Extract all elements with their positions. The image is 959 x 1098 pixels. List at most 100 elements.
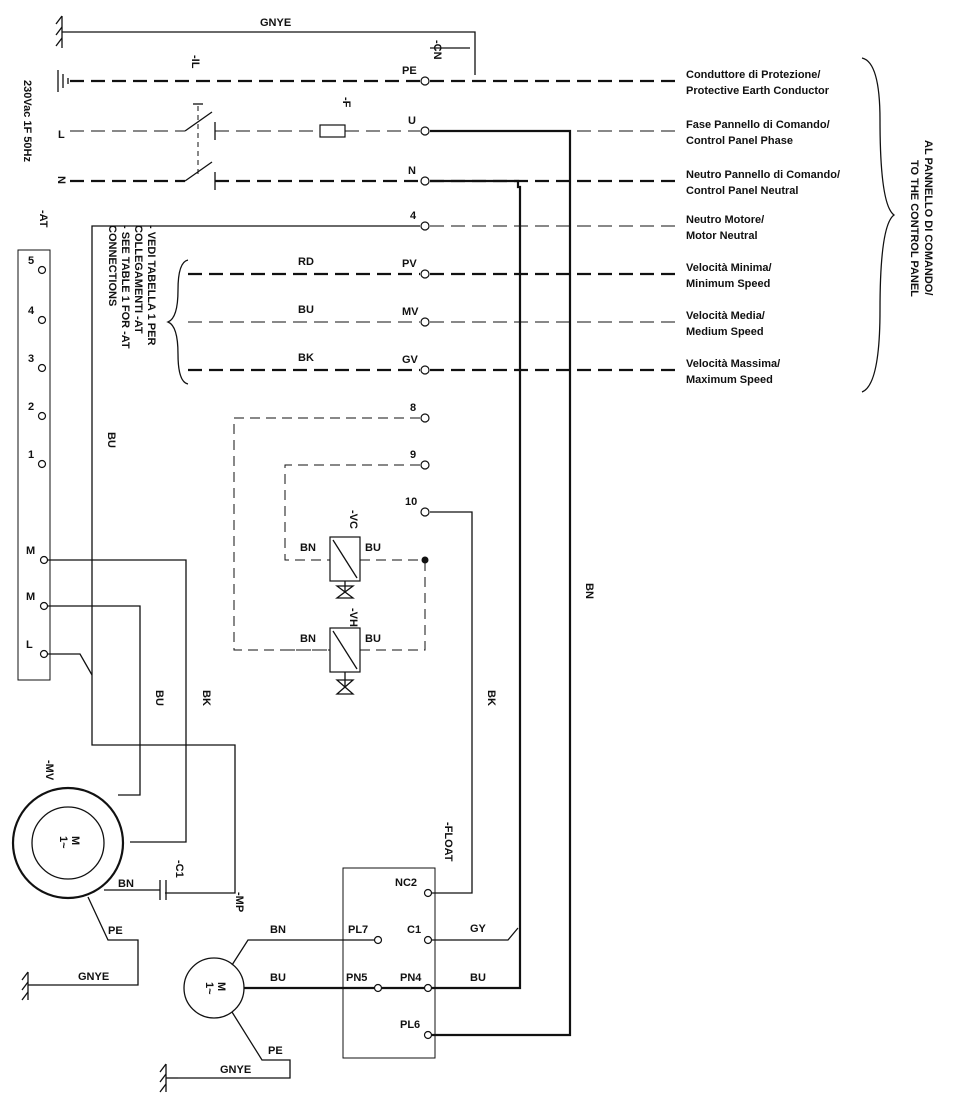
at-label: -AT [37, 210, 49, 228]
mv-motor: M 1~ [11, 786, 125, 900]
wire-label-rd: RD [298, 256, 314, 268]
to-panel-label-2: TO THE CONTROL PANEL [908, 160, 920, 297]
at-m1-wire [48, 559, 187, 843]
at-terminal-5: 5 [28, 255, 34, 267]
desc-max-speed-2: Maximum Speed [686, 374, 773, 386]
wire-label-bn-mv: BN [118, 878, 134, 890]
ground-symbol-mv [21, 971, 40, 1001]
mp-gnye-label: GNYE [220, 1064, 251, 1076]
mp-bn-label: BN [270, 924, 286, 936]
wire-label-gnye-top: GNYE [260, 17, 291, 29]
desc-pe-1: Conduttore di Protezione/ [686, 69, 820, 81]
ground-symbol-top [55, 15, 80, 48]
cn-label: -CN [431, 40, 443, 60]
terminal-block [420, 76, 430, 517]
desc-min-speed-1: Velocità Minima/ [686, 262, 772, 274]
note-line-1: - VEDI TABELLA 1 PER [145, 225, 157, 345]
desc-min-speed-2: Minimum Speed [686, 278, 770, 290]
float-pn4: PN4 [400, 972, 422, 984]
at-m2-wire [48, 605, 141, 796]
phase-bn-wire [430, 129, 572, 1037]
wire-label-pe-mv: PE [108, 925, 123, 937]
terminal-label-mv: MV [402, 306, 419, 318]
c1-label: -C1 [173, 860, 185, 878]
at-terminal-4: 4 [28, 305, 35, 317]
mp-bu-label: BU [270, 972, 286, 984]
desc-neutral-1: Neutro Pannello di Comando/ [686, 169, 840, 181]
float-nc2: NC2 [395, 877, 417, 889]
to-panel-label-1: AL PANNELLO DI COMANDO/ [922, 140, 934, 295]
vc-bn-label: BN [300, 542, 316, 554]
mp-label: -MP [233, 892, 245, 912]
at-terminal-m2: M [26, 591, 35, 603]
wire-label-bk-at: BK [200, 690, 212, 706]
terminal-label-pe: PE [402, 65, 417, 77]
top-gnye-wire: GNYE [55, 15, 476, 75]
vh-bn-label: BN [300, 633, 316, 645]
vc-bu-label: BU [365, 542, 381, 554]
motor-neutral-wire [91, 225, 420, 894]
mv-motor-m: M [69, 836, 81, 845]
wire-label-gnye-mv: GNYE [78, 971, 109, 983]
at-note: - VEDI TABELLA 1 PER COLLEGAMENTI -AT - … [106, 225, 157, 349]
ground-symbol-supply [57, 70, 69, 92]
float-pn5: PN5 [346, 972, 367, 984]
supply-label: 230Vac 1F 50Hz [21, 80, 33, 162]
desc-phase-1: Fase Pannello di Comando/ [686, 119, 830, 131]
wire-label-bu-float: BU [470, 972, 486, 984]
mv-label: -MV [43, 760, 55, 781]
at-terminal-l: L [26, 639, 33, 651]
desc-neutral-2: Control Panel Neutral [686, 185, 798, 197]
desc-max-speed-1: Velocità Massima/ [686, 358, 780, 370]
terminal-label-10: 10 [405, 496, 417, 508]
note-line-3: - SEE TABLE 1 FOR -AT [119, 225, 131, 349]
mv-pe-wire [40, 896, 139, 986]
il-label: -IL [189, 55, 201, 69]
fuse-symbol [319, 124, 346, 138]
desc-motor-neutral-2: Motor Neutral [686, 230, 758, 242]
c1-gy-wire [432, 927, 519, 941]
wire-label-bu: BU [298, 304, 314, 316]
terminal-label-n: N [408, 165, 416, 177]
supply-l-label: L [58, 129, 65, 141]
vh-label: -VH [347, 608, 359, 627]
terminal-label-8: 8 [410, 402, 416, 414]
at-terminal-2: 2 [28, 401, 34, 413]
terminal-label-4: 4 [410, 210, 417, 222]
mp-motor-phase: 1~ [203, 982, 215, 995]
wire-label-bk: BK [298, 352, 314, 364]
supply-n-label: N [55, 176, 67, 184]
mv-motor-phase: 1~ [57, 836, 69, 849]
junction-dot [421, 556, 429, 564]
mp-pe-label: PE [268, 1045, 283, 1057]
mp-pe-wire [178, 1011, 291, 1079]
descriptions: Conduttore di Protezione/ Protective Ear… [686, 69, 840, 386]
desc-med-speed-1: Velocità Media/ [686, 310, 765, 322]
at-terminals [37, 265, 49, 659]
vc-label: -VC [347, 510, 359, 529]
terminal-label-gv: GV [402, 354, 419, 366]
desc-pe-2: Protective Earth Conductor [686, 85, 830, 97]
vh-valve-icon [335, 679, 355, 695]
neutral-wire [430, 179, 522, 990]
panel-brace [861, 57, 896, 393]
nc2-wire [430, 511, 473, 894]
float-label: -FLOAT [442, 822, 454, 862]
wire-label-bu-at: BU [153, 690, 165, 706]
mp-motor: M 1~ [183, 957, 245, 1019]
valve-loop-9 [284, 464, 420, 561]
at-terminal-m1: M [26, 545, 35, 557]
mp-motor-m: M [215, 982, 227, 991]
f-label: -F [340, 97, 352, 108]
float-c1: C1 [407, 924, 421, 936]
note-brace [166, 259, 189, 385]
mp-bn-wire [231, 939, 374, 966]
terminal-label-pv: PV [402, 258, 417, 270]
vh-bu-label: BU [365, 633, 381, 645]
wire-label-gy: GY [470, 923, 487, 935]
float-box [342, 867, 436, 1059]
valve-loop-8 [233, 417, 426, 651]
wire-label-bu-vertical: BU [105, 432, 117, 448]
vc-valve-icon [335, 585, 355, 599]
